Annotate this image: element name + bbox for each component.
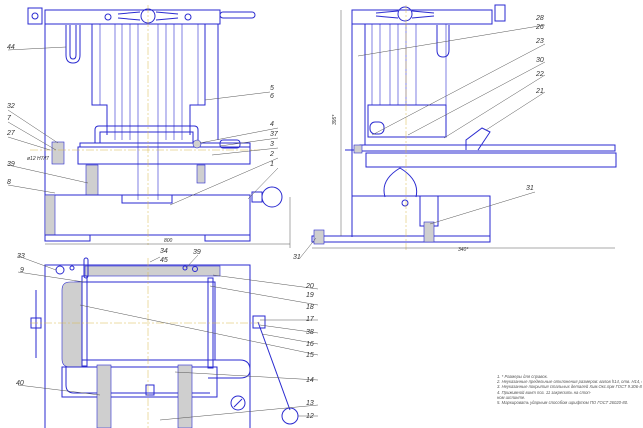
callout-19: 19 [306, 292, 314, 299]
callout-12: 12 [306, 413, 314, 420]
front-view: 800 ø12 H7/f7 44 5 6 32 7 27 39 8 4 37 3… [6, 5, 291, 248]
side-height-dim: 395* [332, 114, 338, 125]
callout-21: 21 [535, 88, 544, 95]
callout-3: 3 [270, 141, 274, 148]
callout-44: 44 [7, 44, 15, 51]
callout-45: 45 [160, 257, 168, 264]
callout-8: 8 [7, 179, 11, 186]
note-5: 5. Маркировать ударным способом шрифтом … [497, 400, 629, 406]
callout-39-plan: 39 [193, 249, 201, 256]
callout-13: 13 [306, 400, 314, 407]
callout-6: 6 [270, 93, 274, 100]
side-view: 395* 340* 28 26 23 30 22 21 31 31 [293, 4, 617, 261]
callout-20: 20 [305, 283, 314, 290]
feed-handwheel [261, 186, 283, 208]
callout-30: 30 [536, 57, 544, 64]
callout-2: 2 [269, 151, 274, 158]
note-4-cont: ном шплинте. [497, 394, 526, 400]
callout-5: 5 [270, 85, 274, 92]
callout-31b: 31 [293, 254, 301, 261]
clamp-knob-left [27, 7, 43, 25]
callout-37: 37 [270, 131, 279, 138]
plan-view: 33 9 34 45 39 20 19 18 17 38 16 15 14 40… [16, 248, 319, 428]
callout-7: 7 [7, 115, 12, 122]
callout-9: 9 [20, 267, 24, 274]
callout-34: 34 [160, 248, 168, 255]
note-1: 1. * Размеры для справок. [497, 374, 548, 379]
callout-17: 17 [306, 316, 315, 323]
callout-18: 18 [306, 304, 314, 311]
callout-32: 32 [7, 103, 15, 110]
fit-tolerance: ø12 H7/f7 [27, 156, 49, 162]
callout-16: 16 [306, 341, 314, 348]
front-width-dim: 800 [164, 238, 173, 244]
note-3: 3. Неуказанные покрытия стальных деталей… [497, 384, 642, 390]
callout-14: 14 [306, 377, 314, 384]
callout-39: 39 [7, 161, 15, 168]
callout-40: 40 [16, 380, 24, 387]
callout-26: 26 [535, 24, 544, 31]
front-callouts: 44 5 6 32 7 27 39 8 4 37 3 2 1 [6, 44, 279, 186]
callout-28: 28 [535, 15, 544, 22]
note-2: 2. Неуказанные предельные отклонения раз… [497, 379, 642, 385]
clamp-knob-right [494, 4, 506, 22]
note-4: 4. Прижимной винт поз. 11 закрепить на с… [497, 389, 592, 395]
callout-27: 27 [6, 130, 16, 137]
callout-23: 23 [535, 38, 544, 45]
callout-1: 1 [270, 161, 274, 168]
callout-15: 15 [306, 352, 314, 359]
technical-notes: 1. * Размеры для справок. 2. Неуказанные… [497, 374, 642, 405]
callout-33: 33 [17, 253, 25, 260]
callout-4: 4 [270, 121, 274, 128]
callout-22: 22 [535, 71, 544, 78]
side-width-dim: 340* [458, 247, 469, 253]
callout-31: 31 [526, 185, 534, 192]
callout-38: 38 [306, 329, 314, 336]
